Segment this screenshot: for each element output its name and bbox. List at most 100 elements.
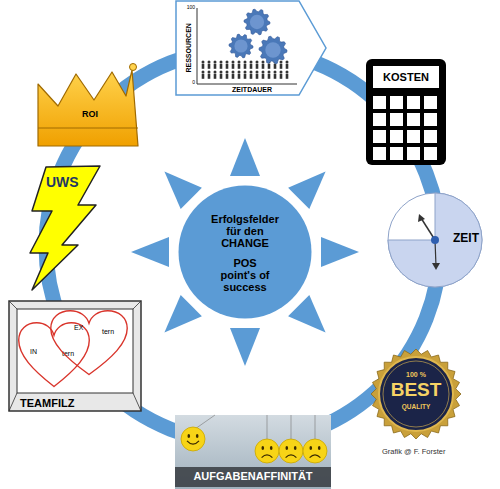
core-heading: Erfolgsfelder für den CHANGE (207, 213, 283, 249)
person-body (262, 64, 265, 69)
axis-title: RESSOURCEN (185, 8, 193, 88)
person-body (256, 74, 259, 79)
core-circle (179, 186, 312, 319)
calculator-display (373, 66, 439, 88)
person-head (256, 71, 259, 74)
heart-outline (51, 311, 127, 375)
smiley-eye (262, 446, 265, 450)
person-body (244, 64, 247, 69)
crown-icon: ROI (36, 62, 142, 148)
smiley-face (279, 439, 303, 463)
sun-rays (131, 138, 359, 366)
seal-text: BEST (376, 380, 456, 401)
heart-text: tern (102, 328, 122, 336)
person-head (244, 61, 247, 64)
person-body (220, 64, 223, 69)
gear-symbol (259, 36, 287, 64)
sun-ray (321, 237, 359, 267)
crown-band (38, 128, 138, 129)
cradle-string (195, 415, 215, 429)
person-body (256, 64, 259, 69)
sun-ray (230, 138, 260, 176)
tick-number: 100 (181, 5, 195, 11)
smiley-eye (270, 446, 273, 450)
person-body (232, 74, 235, 79)
person-body (262, 74, 265, 79)
person-head (250, 61, 253, 64)
field-title: ZEIT (453, 232, 493, 245)
smiley-eye (310, 446, 313, 450)
heart-outline (19, 323, 90, 387)
calculator-key (390, 130, 403, 143)
person-body (238, 74, 241, 79)
clock-pie: ZEIT (383, 188, 493, 292)
cradle-string (267, 415, 268, 439)
crown-ball (130, 64, 137, 71)
person-head (262, 71, 265, 74)
field-title: AUFGABENAFFINITÄT (175, 470, 331, 482)
cradle-string (315, 415, 316, 439)
cradle-string (291, 415, 292, 439)
calculator-key (407, 96, 420, 109)
smiley-eye (188, 434, 191, 438)
person-body (208, 74, 211, 79)
person-body (286, 64, 289, 69)
heart-shape: INtern (18, 322, 90, 388)
smiley-photo: AUFGABENAFFINITÄT (175, 415, 331, 489)
calculator-key (373, 147, 386, 160)
calculator-key (373, 96, 386, 109)
person-head (232, 61, 235, 64)
calculator-key (373, 130, 386, 143)
frame-canvas (17, 309, 133, 393)
smiley-eye (294, 446, 297, 450)
person-head (268, 71, 271, 74)
person-body (208, 64, 211, 69)
frame-bevel (9, 301, 141, 411)
tick-number: 0 (181, 80, 195, 86)
heart-text: EX (74, 324, 88, 332)
person-body (226, 74, 229, 79)
person-head (280, 71, 283, 74)
person-head (238, 71, 241, 74)
person-head (286, 61, 289, 64)
person-body (238, 64, 241, 69)
gear-symbol (244, 9, 270, 35)
gear-hub (234, 39, 247, 52)
person-body (214, 64, 217, 69)
person-head (256, 61, 259, 64)
person-body (274, 74, 277, 79)
person-head (274, 71, 277, 74)
person-head (286, 71, 289, 74)
picture-frame: TEAMFILZINternEXtern (8, 300, 142, 412)
person-head (232, 71, 235, 74)
seal-text: 100 % (386, 371, 446, 379)
field-title: ROI (82, 110, 112, 120)
smiley-face (255, 439, 279, 463)
person-body (268, 64, 271, 69)
clock-hand-tip (418, 214, 425, 222)
tag-outline (176, 1, 326, 95)
smiley-eye (318, 446, 321, 450)
person-body (286, 74, 289, 79)
sun-ray (164, 295, 202, 333)
smiley-eye (196, 434, 199, 438)
person-head (214, 71, 217, 74)
calculator-key (424, 147, 437, 160)
smiley-face (181, 427, 205, 451)
heart-text: IN (30, 348, 44, 356)
person-body (214, 74, 217, 79)
calculator-key (424, 113, 437, 126)
success-core-shape (178, 185, 312, 319)
calculator-key (407, 147, 420, 160)
seal-starburst (371, 349, 461, 439)
person-body (226, 64, 229, 69)
person-head (220, 61, 223, 64)
person-body (268, 74, 271, 79)
calculator-body (366, 59, 446, 165)
person-head (280, 61, 283, 64)
core-subheading: POS point's of success (215, 257, 275, 293)
calculator-key (390, 147, 403, 160)
crown-icon-shape (36, 62, 142, 148)
quality-seal: 100 %BESTQUALITY (370, 348, 462, 440)
